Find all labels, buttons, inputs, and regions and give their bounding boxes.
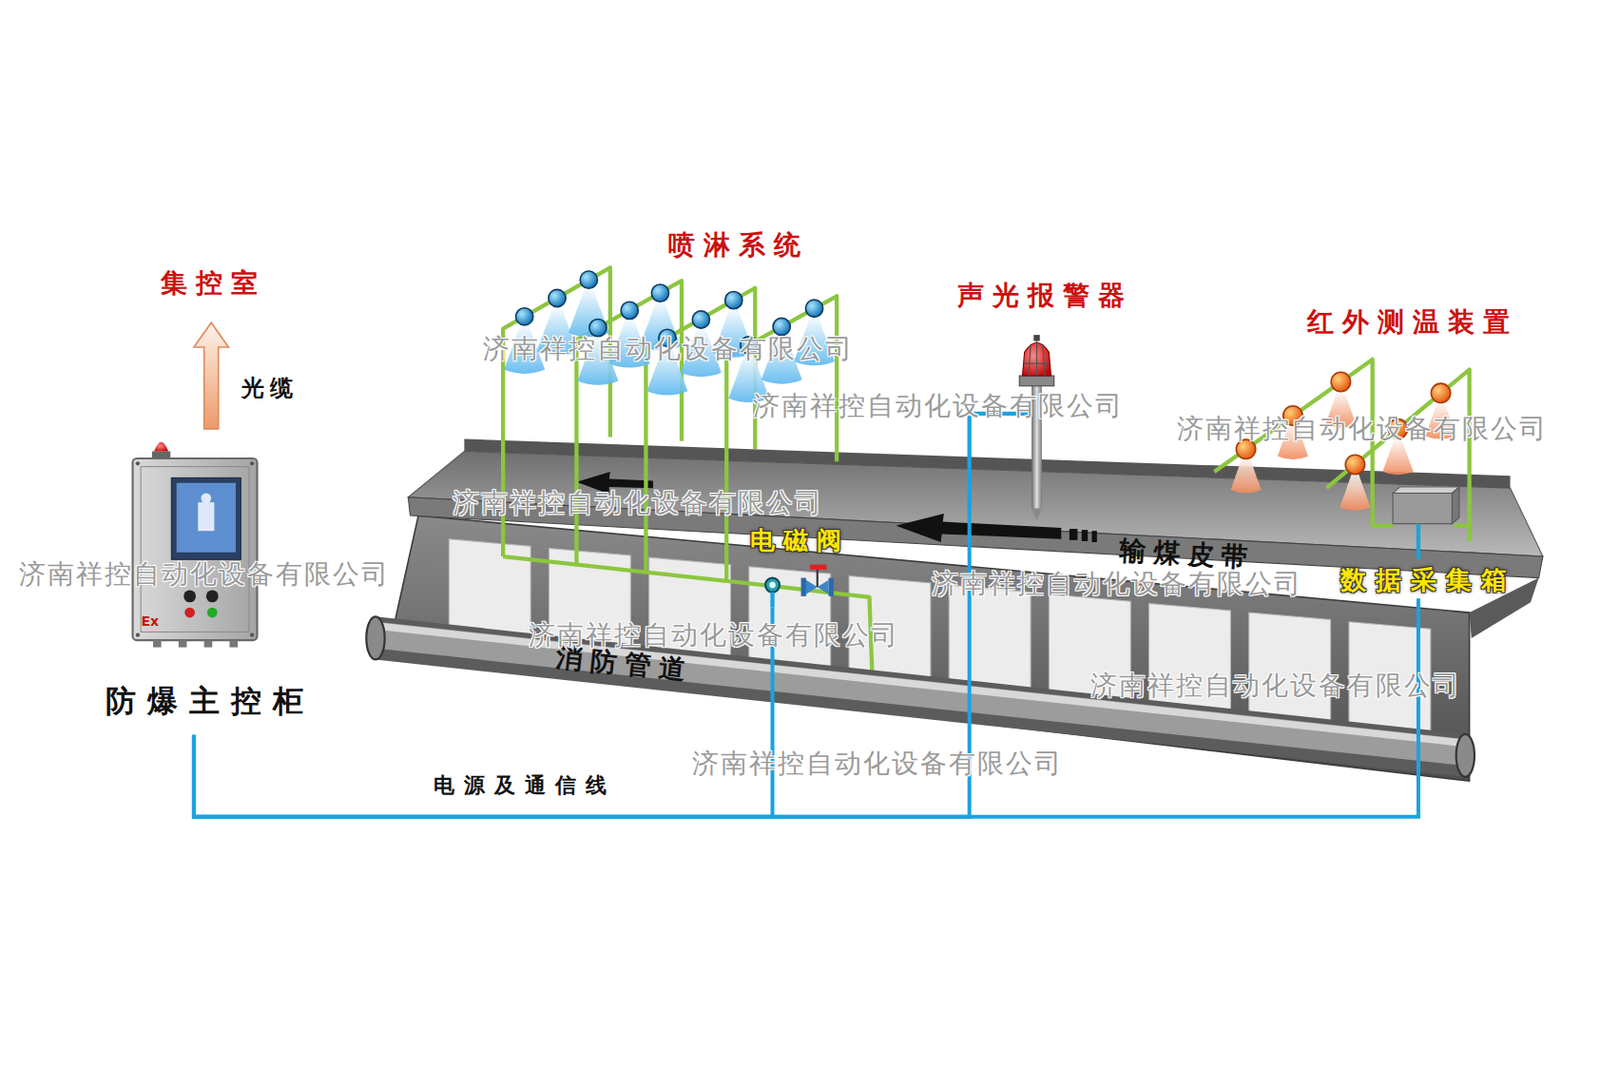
watermark: 济南祥控自动化设备有限公司: [931, 568, 1303, 599]
line-label: 电源及通信线: [424, 773, 617, 798]
device-node: 电磁阀: [735, 522, 856, 608]
room-title: 集控室: [152, 268, 267, 299]
watermark: 济南祥控自动化设备有限公司: [528, 619, 900, 651]
system-title: 喷淋系统: [659, 230, 810, 261]
system-title: 红外测温装置: [1298, 307, 1519, 338]
watermark: 济南祥控自动化设备有限公司: [452, 487, 824, 519]
cable-label: 光缆: [235, 374, 299, 402]
watermark: 济南祥控自动化设备有限公司: [752, 390, 1124, 422]
watermark: 济南祥控自动化设备有限公司: [692, 748, 1063, 779]
belt-label: 输煤皮带: [1110, 535, 1256, 574]
alarm-label: 声光报警器: [948, 280, 1134, 311]
watermark: 济南祥控自动化设备有限公司: [1090, 670, 1462, 701]
valve-label: 电磁阀: [741, 526, 850, 556]
watermark: 济南祥控自动化设备有限公司: [1176, 413, 1548, 444]
power-comm-line: [193, 597, 1419, 816]
cabinet-label: 防爆主控柜: [94, 683, 315, 719]
ex-mark: Ex: [140, 613, 159, 629]
databox-label: 数据采集箱: [1330, 564, 1517, 595]
watermark: 济南祥控自动化设备有限公司: [482, 333, 854, 365]
device-node: 数据采集箱: [1325, 479, 1523, 598]
watermark: 济南祥控自动化设备有限公司: [19, 559, 390, 590]
